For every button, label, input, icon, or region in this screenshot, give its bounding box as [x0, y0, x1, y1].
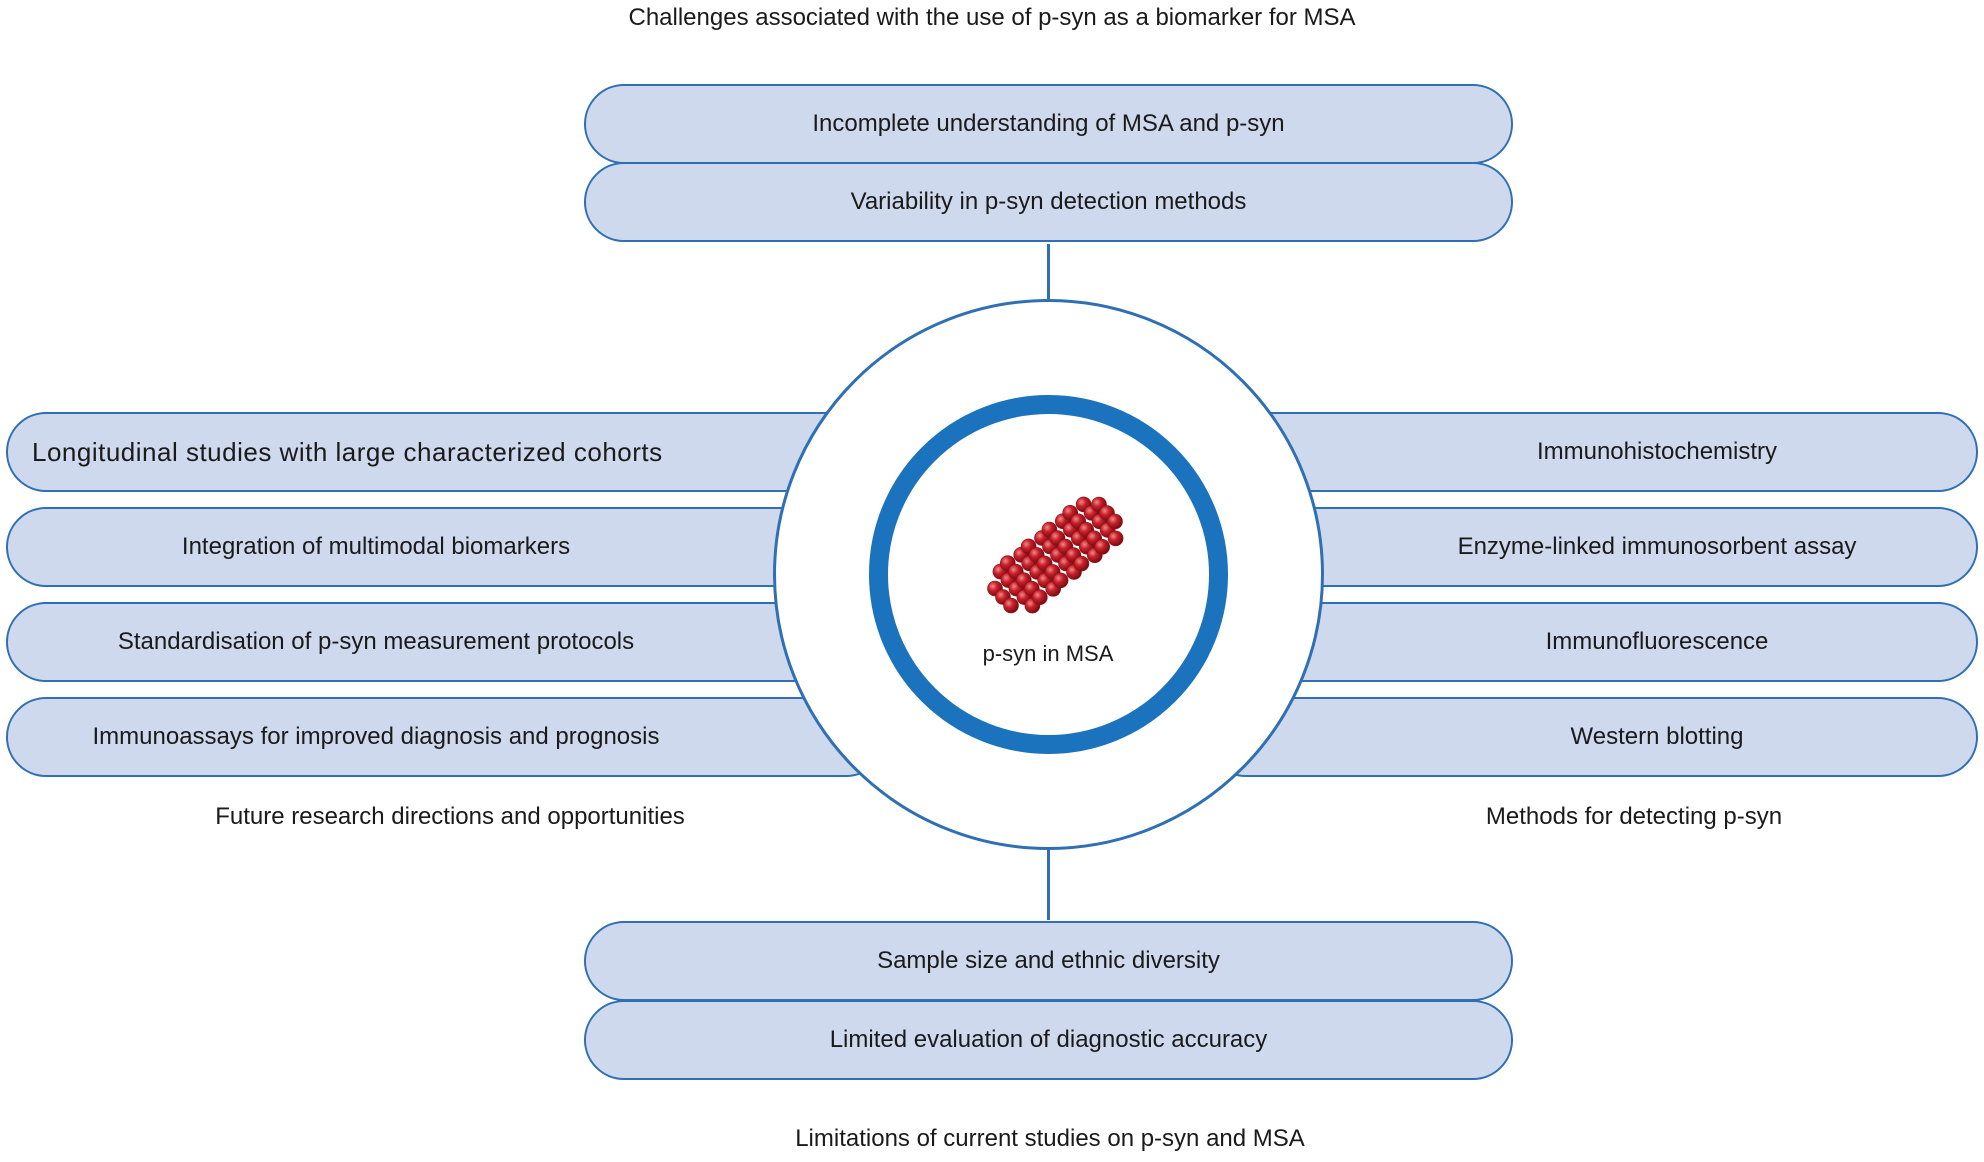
left-item-3: Standardisation of p-syn measurement pro…: [6, 602, 886, 682]
left-item-2: Integration of multimodal biomarkers: [6, 507, 886, 587]
right-item-4: Western blotting: [1206, 697, 1978, 777]
hub-label: p-syn in MSA: [982, 641, 1114, 666]
top-item-1: Incomplete understanding of MSA and p-sy…: [584, 84, 1513, 164]
aggregate-sphere: [1094, 538, 1110, 555]
aggregate-sphere: [1031, 589, 1048, 605]
top-item-2: Variability in p-syn detection methods: [584, 162, 1513, 242]
bottom-connector: [1047, 846, 1050, 920]
left-caption: Future research directions and opportuni…: [215, 803, 685, 830]
right-item-1: Immunohistochemistry: [1206, 412, 1978, 492]
aggregate-sphere: [1003, 597, 1019, 614]
right-item-2: Enzyme-linked immunosorbent assay: [1206, 507, 1978, 587]
top-connector: [1047, 244, 1050, 304]
aggregate-sphere: [1052, 572, 1069, 589]
right-item-3: Immunofluorescence: [1206, 602, 1978, 682]
aggregate-sphere: [1107, 513, 1123, 530]
bottom-item-2: Limited evaluation of diagnostic accurac…: [584, 1000, 1513, 1080]
bottom-item-1: Sample size and ethnic diversity: [584, 921, 1513, 1001]
left-item-4: Immunoassays for improved diagnosis and …: [6, 697, 886, 777]
protein-aggregate-icon: [987, 496, 1124, 614]
left-item-1: Longitudinal studies with large characte…: [6, 412, 886, 492]
bottom-caption: Limitations of current studies on p-syn …: [795, 1125, 1305, 1152]
aggregate-sphere: [1107, 530, 1124, 547]
right-caption: Methods for detecting p-syn: [1485, 803, 1783, 830]
diagram-title: Challenges associated with the use of p-…: [628, 4, 1356, 31]
aggregate-sphere: [1073, 555, 1090, 572]
